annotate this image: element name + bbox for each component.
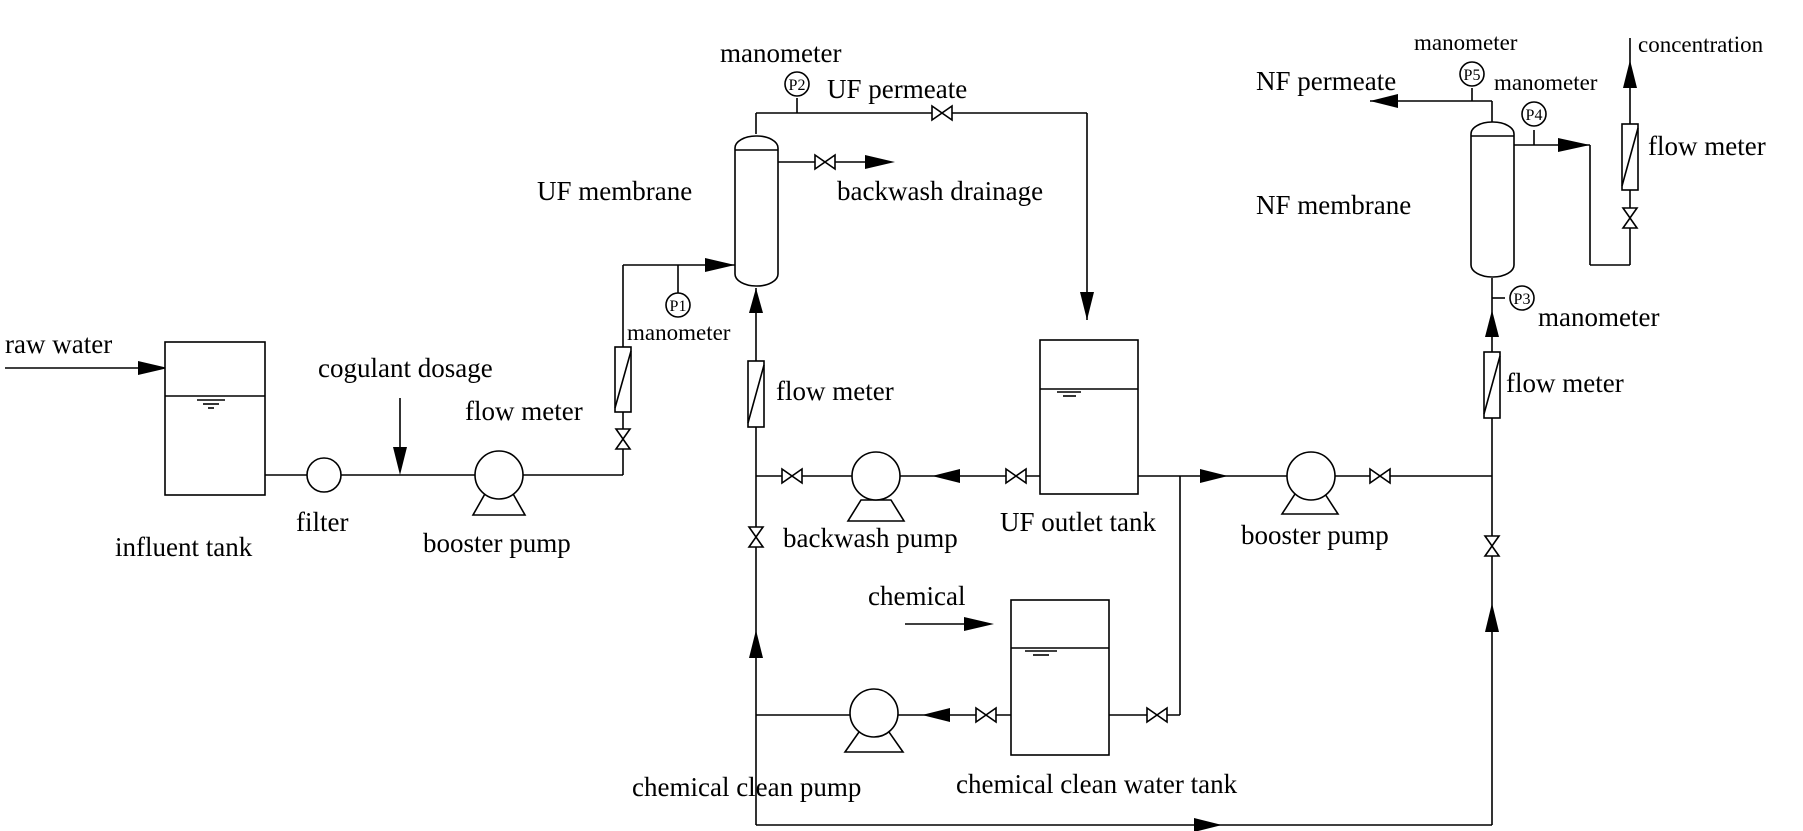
backwash-isolation-valve: [748, 526, 764, 548]
booster-pump-1: [471, 450, 527, 516]
concentration-label: concentration: [1638, 32, 1764, 57]
influent-tank: [164, 341, 266, 496]
svg-text:P5: P5: [1464, 67, 1481, 84]
manometer-p2: P2: [784, 71, 810, 97]
backwash-pump-label: backwash pump: [783, 523, 958, 553]
chemical-clean-water-tank-label: chemical clean water tank: [956, 769, 1238, 799]
uf-membrane: [734, 135, 836, 287]
manometer-p1: P1: [665, 292, 691, 318]
chemical-label: chemical: [868, 581, 965, 611]
booster-pump-2: [1280, 451, 1391, 515]
flow-meter-3: [1483, 351, 1501, 419]
chemical-clean-water-tank: [1010, 599, 1110, 756]
manometer-p4-label: manometer: [1494, 70, 1598, 95]
influent-tank-label: influent tank: [115, 532, 253, 562]
raw-water-label: raw water: [5, 329, 112, 359]
manometer-p4: P4: [1521, 101, 1547, 127]
manometer-p5-label: manometer: [1414, 30, 1518, 55]
backwash-drainage-label: backwash drainage: [837, 176, 1043, 206]
manometer-p1-label: manometer: [627, 320, 731, 345]
flow-meter-3-label: flow meter: [1506, 368, 1624, 398]
booster-pump-1-label: booster pump: [423, 528, 571, 558]
chemical-tank-inlet-valve: [1146, 707, 1168, 723]
flow-meter-2: [747, 360, 765, 428]
flow-meter-2-label: flow meter: [776, 376, 894, 406]
svg-text:P4: P4: [1526, 107, 1543, 124]
svg-text:P2: P2: [789, 77, 806, 94]
uf-outlet-tank-label: UF outlet tank: [1000, 507, 1156, 537]
chemical-clean-pump-label: chemical clean pump: [632, 772, 861, 802]
manometer-p3-label: manometer: [1538, 302, 1659, 332]
backwash-pump: [781, 451, 1027, 522]
chemical-clean-pump: [843, 688, 997, 753]
coagulant-dosage-label: cogulant dosage: [318, 353, 493, 383]
manometer-p3: P3: [1509, 285, 1535, 311]
manometer-p2-label: manometer: [720, 38, 841, 68]
booster-pump-2-label: booster pump: [1241, 520, 1389, 550]
nf-permeate-label: NF permeate: [1256, 66, 1396, 96]
nf-membrane: [1470, 121, 1515, 278]
svg-text:P1: P1: [670, 298, 687, 315]
flow-meter-4-label: flow meter: [1648, 131, 1766, 161]
filter-label: filter: [296, 507, 348, 537]
uf-outlet-tank: [1039, 339, 1139, 495]
flow-meter-1: [614, 346, 632, 450]
flow-meter-4: [1621, 123, 1639, 229]
labels: raw water influent tank filter cogulant …: [5, 30, 1766, 802]
nf-membrane-label: NF membrane: [1256, 190, 1411, 220]
filter-unit: [306, 457, 342, 493]
uf-permeate-valve: [931, 105, 953, 121]
nf-feed-valve: [1484, 535, 1500, 557]
uf-membrane-label: UF membrane: [537, 176, 692, 206]
uf-permeate-label: UF permeate: [827, 74, 967, 104]
flow-meter-1-label: flow meter: [465, 396, 583, 426]
flow-arrows: [138, 60, 1637, 831]
svg-text:P3: P3: [1514, 291, 1531, 308]
manometer-p5: P5: [1459, 61, 1485, 87]
